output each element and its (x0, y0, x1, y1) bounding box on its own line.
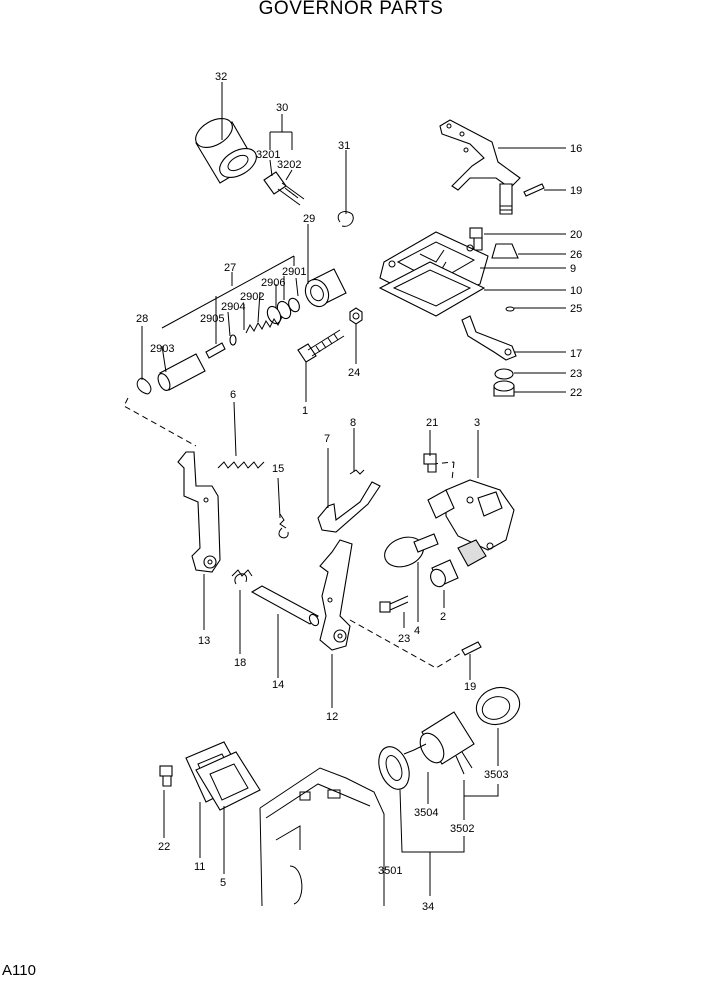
part-3501-lock-nut (378, 746, 410, 790)
part-2901-ring (288, 297, 300, 313)
part-2904-spring (245, 316, 283, 334)
part-13-governor-lever (177, 451, 221, 573)
label-18: 18 (234, 657, 246, 669)
label-13: 13 (198, 635, 210, 647)
part-34-sleeve (195, 118, 257, 184)
label-1: 1 (302, 405, 308, 417)
label-4: 4 (414, 625, 420, 637)
part-25-nut (493, 380, 515, 397)
label-3504: 3504 (414, 807, 438, 819)
page-title: GOVERNOR PARTS (258, 0, 444, 19)
label-28: 26 (570, 249, 582, 261)
part-8-spring-pin (349, 469, 365, 475)
part-33-snap-ring (337, 211, 354, 227)
label-11: 11 (194, 861, 205, 873)
label-3501: 3501 (378, 865, 402, 877)
part-24-nut (349, 307, 363, 325)
part-15-clip (278, 513, 289, 539)
part-10-gasket (378, 261, 486, 317)
part-2905-collar (229, 334, 237, 346)
label-2906: 2906 (261, 277, 285, 289)
part-27-o-ring (505, 306, 515, 312)
leader-lines (141, 82, 566, 896)
label-5: 5 (220, 877, 226, 889)
part-3504-solenoid (403, 711, 475, 775)
label-2904: 2904 (221, 301, 245, 313)
label-2905: 2905 (200, 313, 224, 325)
label-35: 34 (422, 901, 434, 913)
centerline-12-to-19 (349, 619, 467, 669)
part-17-lever (461, 315, 517, 361)
label-24: 24 (348, 367, 360, 379)
label-22: 22 (158, 841, 170, 853)
part-23-bolt (379, 595, 409, 613)
part-21-bolt (423, 453, 437, 473)
label-3503: 3503 (484, 769, 508, 781)
label-2903: 2903 (150, 343, 174, 355)
label-12: 12 (326, 711, 338, 723)
part-19-pin-upper (523, 183, 545, 197)
part-16-governor-lever-shaft (439, 119, 521, 215)
part-3201-3202-adjust-bolt (263, 171, 305, 206)
label-9: 9 (570, 263, 576, 275)
label-16: 16 (570, 143, 582, 155)
label-19-lower: 19 (464, 681, 476, 693)
label-3201: 3201 (256, 149, 280, 161)
label-25: 22 (570, 387, 582, 399)
label-2: 2 (440, 611, 446, 623)
engine-housing (259, 767, 385, 907)
label-3502: 3502 (450, 823, 474, 835)
part-31-cylinder (304, 268, 347, 308)
part-18-spring (231, 569, 253, 585)
label-29: 27 (224, 262, 236, 274)
part-3-weight-holder (427, 479, 515, 567)
part-12-governor-lever (319, 539, 353, 651)
label-6: 6 (230, 389, 236, 401)
label-33: 31 (338, 140, 350, 152)
label-2902: 2902 (240, 291, 264, 303)
label-2901: 2901 (282, 266, 306, 278)
part-4-weight-disc (384, 533, 439, 568)
label-20: 20 (570, 229, 582, 241)
part-2903-piston (157, 353, 206, 391)
label-7: 7 (324, 433, 330, 445)
part-1-bolt (297, 329, 345, 363)
label-32: 30 (276, 102, 288, 114)
part-14-shaft (250, 585, 320, 627)
part-2905-pin (205, 342, 226, 359)
label-8: 8 (350, 417, 356, 429)
label-10: 10 (570, 285, 582, 297)
part-6-spring (217, 461, 265, 469)
part-7-link-bracket (317, 481, 381, 533)
label-17: 17 (570, 348, 582, 360)
label-21: 21 (426, 417, 438, 429)
label-14: 14 (272, 679, 284, 691)
part-28-cap (491, 243, 519, 259)
label-34: 32 (215, 71, 227, 83)
label-30: 28 (136, 313, 148, 325)
part-26-washer (494, 368, 514, 380)
label-15: 15 (272, 463, 284, 475)
part-19-pin-lower (461, 641, 482, 656)
label-19-upper: 19 (570, 185, 582, 197)
part-5-gasket (195, 751, 261, 811)
label-26: 23 (570, 368, 582, 380)
label-23: 23 (398, 633, 410, 645)
page-code: A110 (2, 962, 36, 979)
part-30-circlip (136, 377, 152, 395)
centerline-30-to-13 (123, 397, 197, 447)
label-27: 25 (570, 303, 582, 315)
label-3: 3 (474, 417, 480, 429)
part-20-bolt (469, 227, 483, 251)
part-22-bolt (159, 765, 173, 787)
part-labels: 32 30 3201 3202 31 29 27 2901 2906 2902 … (136, 71, 582, 913)
part-3503-cover-ring (475, 686, 521, 726)
label-31: 29 (303, 213, 315, 225)
part-2902-nut (266, 305, 282, 325)
label-3202: 3202 (277, 159, 301, 171)
part-2-bushing (430, 559, 459, 588)
